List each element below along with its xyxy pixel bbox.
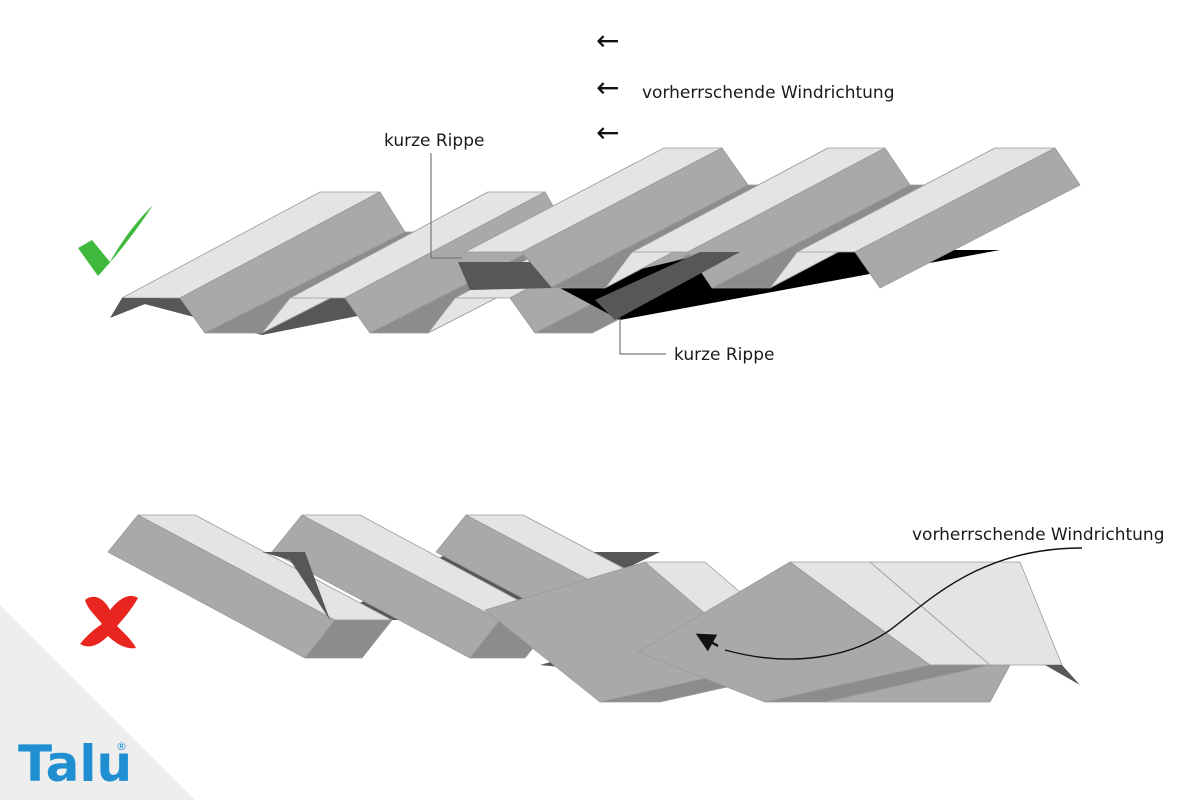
- brand-logo: Talu: [18, 735, 132, 793]
- wind-pointer-curve: [724, 547, 1083, 660]
- short-rib-label-upper: kurze Rippe: [384, 131, 484, 151]
- wind-direction-label-bottom: vorherrschende Windrichtung: [912, 525, 1165, 545]
- check-icon: [78, 205, 153, 276]
- short-rib-label-lower: kurze Rippe: [674, 345, 774, 365]
- wind-arrow-1: ←: [596, 24, 619, 57]
- incorrect-sheet-front: [484, 561, 1080, 703]
- leader-line-lower: [619, 318, 666, 355]
- wind-direction-label: vorherrschende Windrichtung: [642, 83, 895, 103]
- leader-line-upper: [430, 153, 462, 259]
- wind-pointer-arrow: [695, 633, 719, 652]
- cross-icon: [80, 595, 138, 649]
- registered-mark: ®: [116, 740, 127, 753]
- wind-arrow-3: ←: [596, 116, 619, 149]
- correct-sheet-front: [458, 147, 1081, 320]
- corner-fold: [0, 605, 195, 800]
- wind-arrow-2: ←: [596, 71, 619, 104]
